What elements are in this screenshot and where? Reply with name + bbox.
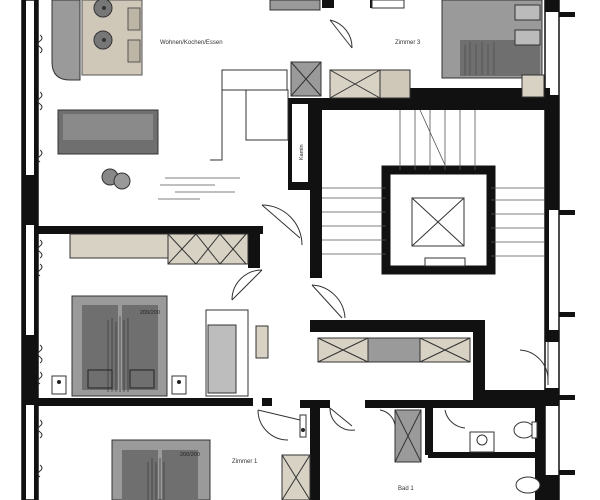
hall-cabinets xyxy=(317,337,471,363)
bathroom-1: Bad 1 xyxy=(394,409,541,494)
living-room: Wohnen/Kochen/Essen xyxy=(51,0,411,200)
room-label-zimmer3: Zimmer 3 xyxy=(395,40,421,46)
walls xyxy=(21,0,575,500)
room-label-zimmer1: Zimmer 1 xyxy=(232,459,258,465)
staircase xyxy=(322,109,545,257)
doors xyxy=(231,204,549,441)
room-label-bad1: Bad 1 xyxy=(398,486,414,492)
zimmer-3: Zimmer 3 xyxy=(395,0,545,98)
zimmer-1: 200/200 Zimmer 1 xyxy=(111,414,311,500)
curtains xyxy=(37,34,43,478)
elevator xyxy=(411,197,466,267)
room-label-living: Wohnen/Kochen/Essen xyxy=(160,40,223,46)
bedroom-2: 200/200 xyxy=(51,233,269,397)
bed-size-a: 200/200 xyxy=(140,310,160,316)
kamin-label: Kamin xyxy=(299,144,305,160)
bed-size-b: 200/200 xyxy=(180,452,200,458)
